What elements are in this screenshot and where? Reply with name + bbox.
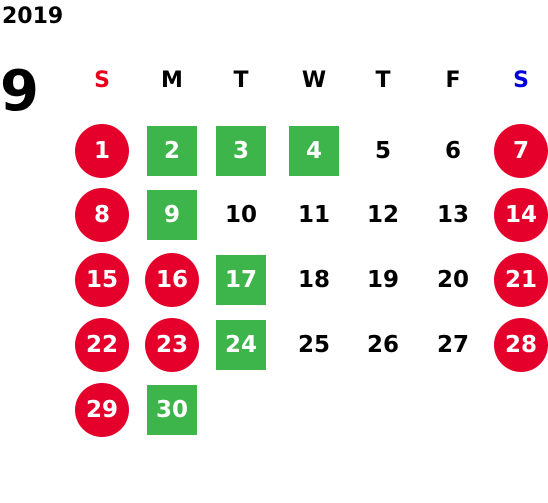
weekday-header-mon: M: [161, 68, 183, 93]
day-cell-19[interactable]: 19: [366, 267, 399, 293]
day-cell-7[interactable]: 7: [494, 124, 548, 178]
day-cell-28[interactable]: 28: [494, 318, 548, 372]
day-cell-29[interactable]: 29: [75, 383, 129, 437]
day-cell-30[interactable]: 30: [147, 385, 197, 435]
day-cell-6[interactable]: 6: [444, 138, 461, 164]
day-cell-8[interactable]: 8: [75, 188, 129, 242]
day-cell-27[interactable]: 27: [436, 332, 469, 358]
day-cell-18[interactable]: 18: [297, 267, 330, 293]
day-cell-4[interactable]: 4: [289, 126, 339, 176]
weekday-header-wed: W: [301, 68, 327, 93]
day-cell-11[interactable]: 11: [297, 202, 330, 228]
day-cell-14[interactable]: 14: [494, 188, 548, 242]
day-cell-12[interactable]: 12: [366, 202, 399, 228]
day-cell-13[interactable]: 13: [436, 202, 469, 228]
day-cell-3[interactable]: 3: [216, 126, 266, 176]
weekday-header-fri: F: [445, 68, 461, 93]
day-cell-1[interactable]: 1: [75, 124, 129, 178]
day-cell-9[interactable]: 9: [147, 190, 197, 240]
day-cell-15[interactable]: 15: [75, 253, 129, 307]
day-cell-2[interactable]: 2: [147, 126, 197, 176]
day-cell-20[interactable]: 20: [436, 267, 469, 293]
year-label: 2019: [2, 4, 64, 29]
day-cell-25[interactable]: 25: [297, 332, 330, 358]
month-number: 9: [0, 59, 39, 124]
day-cell-5[interactable]: 5: [374, 138, 391, 164]
weekday-header-sun: S: [94, 68, 110, 93]
weekday-header-sat: S: [513, 68, 529, 93]
day-cell-23[interactable]: 23: [145, 318, 199, 372]
day-cell-10[interactable]: 10: [224, 202, 257, 228]
day-cell-16[interactable]: 16: [145, 253, 199, 307]
day-cell-26[interactable]: 26: [366, 332, 399, 358]
day-cell-17[interactable]: 17: [216, 255, 266, 305]
weekday-header-thu: T: [375, 68, 391, 93]
weekday-header-tue: T: [233, 68, 249, 93]
day-cell-22[interactable]: 22: [75, 318, 129, 372]
day-cell-21[interactable]: 21: [494, 253, 548, 307]
day-cell-24[interactable]: 24: [216, 320, 266, 370]
